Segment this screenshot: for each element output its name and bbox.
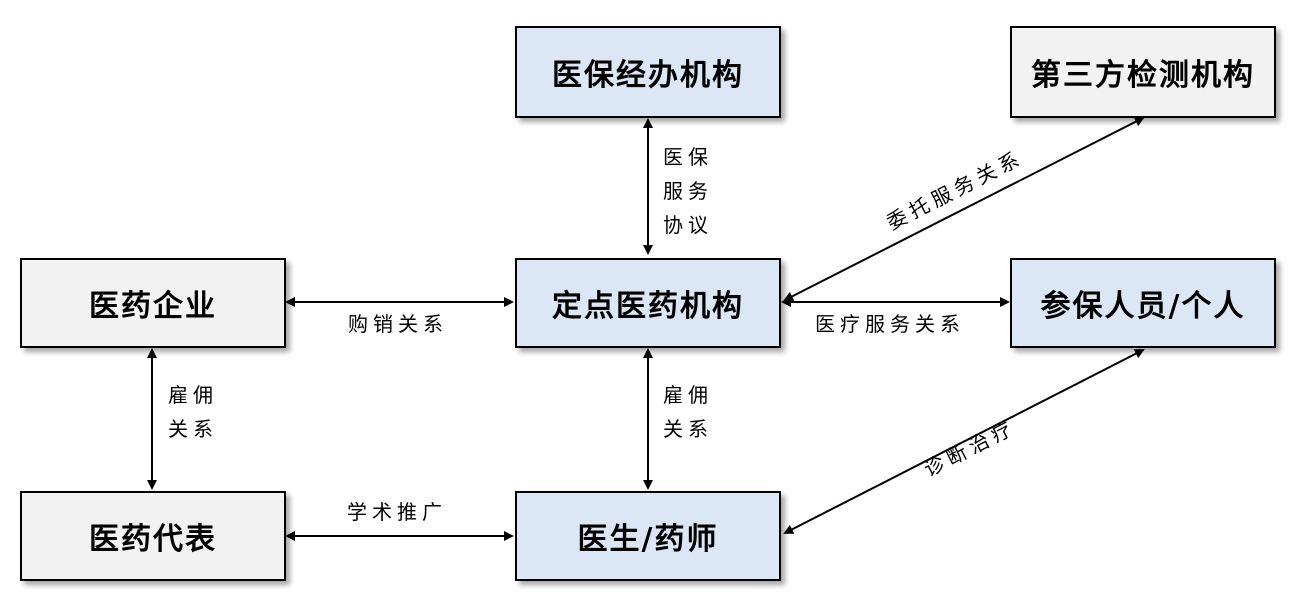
- node-pharma-rep: 医药代表: [20, 491, 286, 581]
- arrow-designated-thirdparty: [783, 117, 1145, 301]
- node-designated-institution: 定点医药机构: [515, 258, 781, 348]
- edge-label-employment-left-line2: 关系: [168, 417, 218, 441]
- node-insured-person: 参保人员/个人: [1010, 258, 1276, 348]
- node-pharma-rep-label: 医药代表: [89, 522, 217, 557]
- node-designated-institution-label: 定点医药机构: [552, 289, 744, 324]
- edge-label-medical-service: 医疗服务关系: [815, 312, 965, 336]
- edge-label-employment-center-line1: 雇佣: [663, 383, 713, 407]
- node-insurance-agency: 医保经办机构: [515, 26, 781, 118]
- edge-label-insurance-agreement: 医保 服务 协议: [663, 140, 713, 242]
- edge-label-employment-left-line1: 雇佣: [168, 383, 218, 407]
- edge-label-employment-center-line2: 关系: [663, 417, 713, 441]
- node-third-party-label: 第三方检测机构: [1031, 58, 1255, 93]
- node-doctor-pharmacist-label: 医生/药师: [577, 522, 719, 557]
- node-insured-person-label: 参保人员/个人: [1040, 289, 1246, 324]
- edge-label-employment-center: 雇佣 关系: [663, 378, 713, 446]
- node-doctor-pharmacist: 医生/药师: [515, 491, 781, 581]
- node-insurance-agency-label: 医保经办机构: [552, 58, 744, 93]
- arrow-doctor-insured: [783, 349, 1145, 534]
- edge-label-insurance-agreement-line3: 协议: [663, 213, 713, 237]
- edge-label-purchase-sales: 购销关系: [348, 312, 448, 336]
- edge-label-insurance-agreement-line2: 服务: [663, 179, 713, 203]
- edge-label-insurance-agreement-line1: 医保: [663, 145, 713, 169]
- edge-label-employment-left: 雇佣 关系: [168, 378, 218, 446]
- node-pharma-company-label: 医药企业: [89, 289, 217, 324]
- node-third-party: 第三方检测机构: [1010, 26, 1276, 118]
- node-pharma-company: 医药企业: [20, 258, 286, 348]
- edge-label-academic-promotion: 学术推广: [347, 500, 447, 524]
